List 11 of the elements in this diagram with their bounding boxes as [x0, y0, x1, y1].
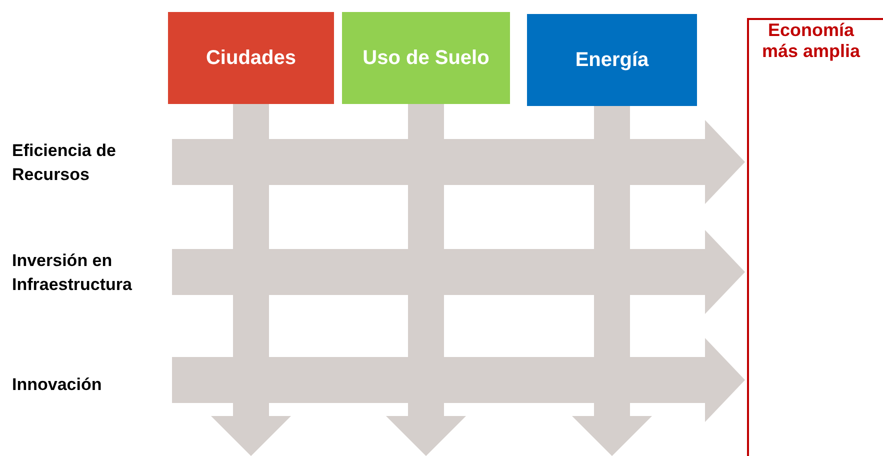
outcome-title: Economía más amplia — [761, 20, 861, 62]
category-box: Ciudades — [168, 12, 334, 104]
row-label: Eficiencia de Recursos — [12, 140, 172, 186]
row-label: Inversión en Infraestructura — [12, 250, 172, 296]
outcome-box — [747, 18, 883, 456]
arrow — [172, 338, 745, 422]
arrow — [172, 120, 745, 204]
arrow — [172, 230, 745, 314]
category-box: Uso de Suelo — [342, 12, 510, 104]
row-label: Innovación — [12, 370, 172, 400]
category-box: Energía — [527, 14, 697, 106]
